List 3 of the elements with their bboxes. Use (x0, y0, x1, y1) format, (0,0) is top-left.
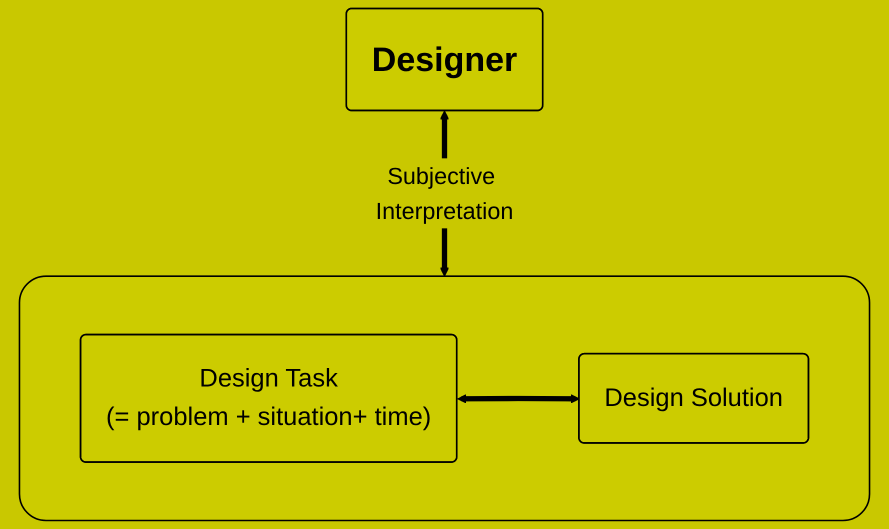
cluster (18, 275, 870, 522)
edge-label: Subjective Interpretation (376, 162, 514, 224)
arrow (457, 394, 580, 404)
